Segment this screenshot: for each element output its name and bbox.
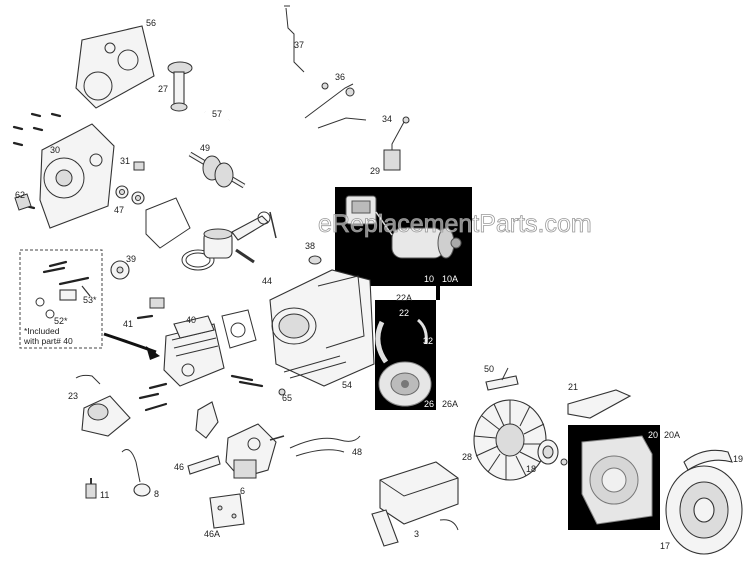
label-54: 54	[342, 380, 352, 390]
part-46a-plate	[209, 493, 245, 529]
label-34: 34	[382, 114, 392, 124]
label-19: 19	[733, 454, 743, 464]
label-62: 62	[15, 190, 25, 200]
label-31: 31	[120, 156, 130, 166]
label-28: 28	[462, 452, 472, 462]
valve-kit-inset	[19, 249, 103, 349]
label-20: 20	[648, 430, 658, 440]
label-23: 23	[68, 391, 78, 401]
part-34-29-ignition	[383, 116, 410, 171]
label-57: 57	[212, 109, 222, 119]
starter-motor	[345, 195, 462, 259]
label-3: 3	[414, 529, 419, 539]
label-26: 26	[424, 399, 434, 409]
part-31-governor	[133, 161, 145, 171]
watermark: eReplacementParts.com	[318, 210, 592, 238]
part-49-crankshaft	[188, 151, 246, 189]
label-20a: 20A	[664, 430, 680, 440]
label-6: 6	[240, 486, 245, 496]
block-bolts	[138, 374, 286, 412]
part-23-valve-cover	[75, 374, 131, 437]
label-49: 49	[200, 143, 210, 153]
part-39-gear	[110, 260, 130, 280]
label-48: 48	[352, 447, 362, 457]
part-44-piston-assembly	[181, 211, 277, 271]
label-46a: 46A	[204, 529, 220, 539]
label-11: 11	[100, 490, 109, 500]
label-29: 29	[370, 166, 380, 176]
part-54-engine-block	[269, 269, 375, 387]
label-39: 39	[126, 254, 136, 264]
part-27-dipstick	[167, 61, 193, 112]
bolts-left	[12, 112, 62, 210]
label-65: 65	[282, 393, 292, 403]
part-41-valve-parts	[136, 297, 165, 320]
label-8: 8	[154, 489, 159, 499]
part-40-cylinder-head	[163, 315, 225, 387]
label-47: 47	[114, 205, 124, 215]
label-36: 36	[335, 72, 345, 82]
part-37-lever	[284, 5, 305, 73]
part-57-hose	[204, 111, 230, 123]
blower-housing	[581, 435, 653, 525]
part-28-flywheel-fan	[473, 399, 547, 481]
label-21: 21	[568, 382, 578, 392]
label-46: 46	[174, 462, 184, 472]
part-11-spark-plug	[85, 478, 97, 499]
note-line-2: with part# 40	[23, 336, 73, 346]
label-53: 53*	[83, 295, 97, 305]
head-gasket	[221, 309, 257, 349]
part-50-bracket	[485, 367, 519, 391]
label-56: 56	[146, 18, 156, 28]
label-18: 18	[526, 464, 536, 474]
label-32: 32	[423, 336, 433, 346]
part-36-linkage	[304, 82, 367, 129]
part-6-carburetor	[225, 423, 285, 479]
part-62-plug	[14, 193, 32, 211]
label-40: 40	[186, 315, 196, 325]
label-10: 10	[424, 274, 434, 284]
carb-bracket	[195, 401, 219, 439]
flywheel-assembly	[375, 318, 432, 407]
label-44: 44	[262, 276, 272, 286]
part-46-bracket	[187, 455, 221, 475]
part-8-spark-plug-cap	[121, 449, 151, 497]
part-47-bearings	[115, 185, 145, 205]
note-line-1: *Included	[24, 326, 60, 336]
label-50: 50	[484, 364, 494, 374]
label-17: 17	[660, 541, 670, 551]
part-56-gasket	[75, 25, 155, 109]
part-labels: 56 27 57 37 36 34 29 30 31 49 62 47 38 4…	[15, 18, 743, 551]
part-30-crankcase-cover	[39, 123, 115, 229]
part-19-17-recoil-starter	[665, 449, 743, 555]
part-3-muffler	[371, 461, 459, 547]
label-22a: 22A	[396, 293, 412, 303]
label-26a: 26A	[442, 399, 458, 409]
label-27: 27	[158, 84, 168, 94]
label-30: 30	[50, 145, 60, 155]
label-10a: 10A	[442, 274, 458, 284]
part-48-wire-harness	[289, 435, 361, 457]
part-21-cover	[567, 389, 632, 419]
note-arrow	[103, 332, 160, 360]
label-22: 22	[399, 308, 409, 318]
side-cover-gasket	[145, 197, 191, 249]
part-38-fitting	[308, 255, 322, 265]
label-37: 37	[294, 40, 304, 50]
label-41: 41	[123, 319, 133, 329]
label-38: 38	[305, 241, 315, 251]
label-52: 52*	[54, 316, 68, 326]
part-18-starter-cup	[537, 439, 568, 466]
